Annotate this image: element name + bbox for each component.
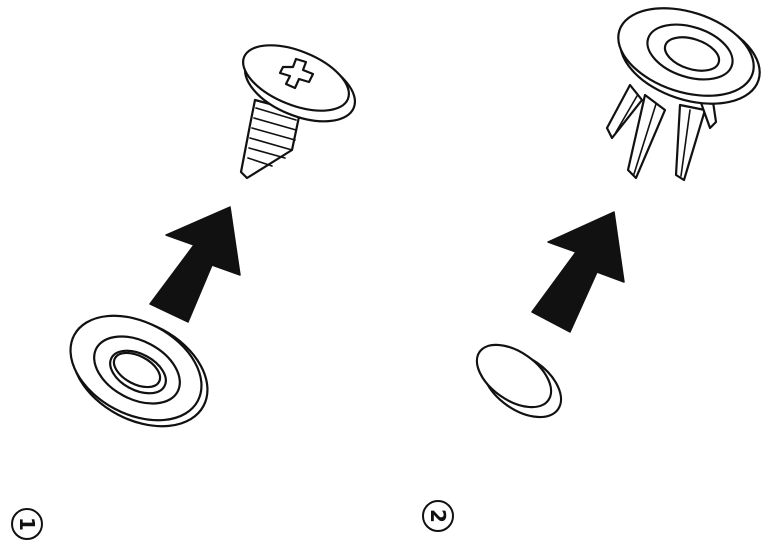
plug-cap-icon [475, 343, 563, 419]
washer-icon [69, 314, 209, 428]
step-1-badge: 1 [11, 508, 43, 540]
push-rivet-clip-icon [605, 7, 761, 182]
step-1-number: 1 [15, 517, 39, 531]
step-2-badge: 2 [422, 500, 454, 532]
screw-icon [239, 44, 357, 180]
up-arrow-icon [149, 206, 241, 323]
up-arrow-icon [531, 211, 625, 333]
step-2-number: 2 [426, 509, 450, 523]
